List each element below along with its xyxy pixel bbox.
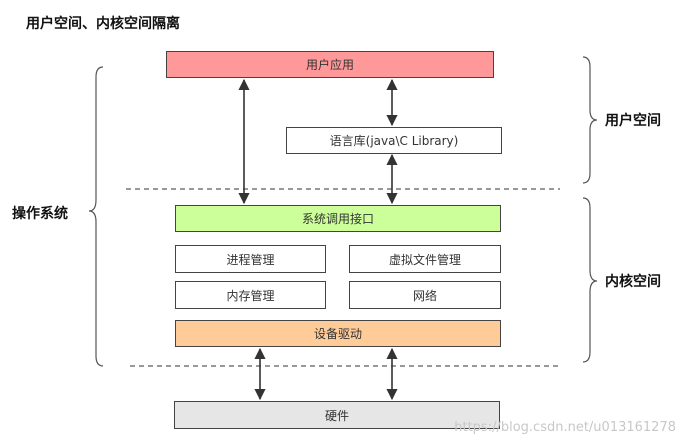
os-label: 操作系统 [12,206,68,222]
os-brace [88,66,104,367]
device-driver-box: 设备驱动 [175,320,501,347]
user-space-brace [582,56,598,184]
network-box: 网络 [349,281,501,309]
diagram-title: 用户空间、内核空间隔离 [26,16,180,32]
language-library-box: 语言库(java\C Library) [286,127,502,154]
watermark: https://blog.csdn.net/u013161278 [454,420,676,435]
syscall-interface-box: 系统调用接口 [175,205,501,232]
kernel-space-label: 内核空间 [605,274,661,290]
process-management-box: 进程管理 [175,245,326,273]
memory-management-box: 内存管理 [175,281,326,309]
kernel-space-brace [582,197,598,363]
user-space-label: 用户空间 [605,113,661,129]
user-app-box: 用户应用 [166,51,494,78]
virtual-filesystem-box: 虚拟文件管理 [349,245,501,273]
hardware-box: 硬件 [174,401,500,429]
